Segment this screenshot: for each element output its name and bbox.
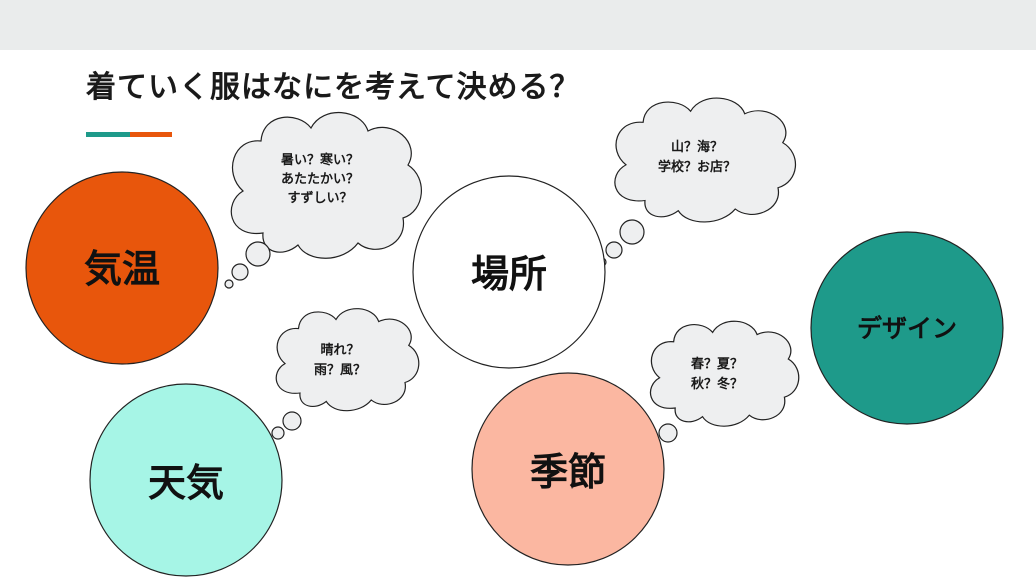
thought-line: 春？夏？: [690, 356, 743, 372]
thought-dot-large: [282, 411, 302, 431]
thought-line: 暑い？寒い？: [280, 152, 359, 168]
thought-line: あたたかい？: [281, 172, 359, 187]
thought-line: 山？海？: [671, 139, 723, 155]
topic-design: デザイン: [810, 231, 1004, 425]
thought-line: 雨？風？: [314, 363, 366, 378]
topic-circle: [412, 175, 606, 369]
thought-cloud-tenki: 晴れ？ 雨？風？: [263, 308, 420, 447]
topic-label: 季節: [530, 450, 606, 494]
thought-dot-small: [224, 279, 234, 289]
topic-kion: 気温: [25, 171, 219, 365]
thought-cloud-kion: 暑い？寒い？ あたたかい？ すずしい？: [224, 112, 422, 289]
topic-circle: [471, 372, 665, 566]
topic-kisetsu: 季節: [471, 372, 665, 566]
thought-dot-large: [658, 423, 678, 443]
thought-dot-medium: [231, 263, 249, 281]
topic-label: デザイン: [857, 314, 957, 343]
thought-line: 晴れ？: [320, 342, 359, 358]
topic-label: 場所: [471, 252, 547, 296]
slide-title: 着ていく服はなにを考えて決める？: [86, 70, 581, 105]
topic-label: 気温: [84, 247, 160, 291]
thought-line: すずしい？: [287, 190, 352, 206]
thought-dot-large: [619, 219, 645, 245]
topic-circle: [89, 383, 283, 577]
title-accent-line: [86, 132, 172, 137]
accent-teal-segment: [86, 132, 130, 137]
cloud-shape: [614, 97, 797, 223]
cloud-shape: [275, 308, 420, 412]
thought-line: 学校？お店？: [658, 159, 736, 175]
topic-label: 天気: [148, 461, 224, 505]
cloud-shape: [230, 112, 422, 259]
accent-orange-segment: [130, 132, 172, 137]
thought-dot-medium: [605, 241, 623, 259]
thought-cloud-basho: 山？海？ 学校？お店？: [597, 97, 797, 267]
topic-circle: [810, 231, 1004, 425]
thought-dot-large: [245, 241, 271, 267]
thought-dot-medium: [271, 426, 285, 440]
topic-circle: [25, 171, 219, 365]
thought-cloud-kisetsu: 春？夏？ 秋？冬？: [640, 320, 800, 461]
thought-line: 秋？冬？: [691, 376, 743, 392]
topic-tenki: 天気: [89, 383, 283, 577]
top-banner: [0, 0, 1036, 50]
topic-basho: 場所: [412, 175, 606, 369]
cloud-shape: [650, 320, 800, 427]
